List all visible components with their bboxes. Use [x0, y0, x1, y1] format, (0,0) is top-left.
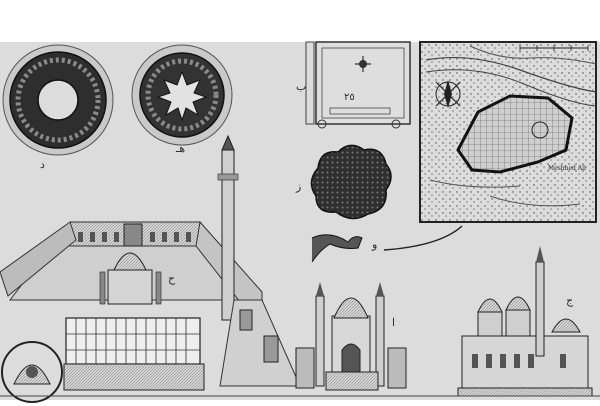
plan-label-b: ب: [296, 80, 306, 93]
roundel-emblem: [1, 341, 63, 403]
coin-right: [131, 44, 233, 146]
plan-number: ٢٥: [344, 92, 355, 103]
center-mosque: [295, 282, 407, 391]
floor-plan: [305, 41, 411, 129]
right-mosque: [457, 246, 593, 397]
dragon-motif: [311, 225, 463, 263]
coin-left: [2, 44, 114, 156]
city-map: [419, 41, 597, 223]
coin-left-label: د: [40, 158, 45, 171]
courtyard-mosque: [0, 134, 301, 391]
dragon-label: و: [371, 238, 377, 251]
courtyard-label: ح: [168, 272, 176, 285]
compass-icon: [435, 80, 461, 108]
map-caption: Meshhed Ali: [548, 165, 586, 172]
coin-right-label: هـ: [175, 142, 185, 155]
dark-blob: [310, 144, 392, 220]
city-walls: [456, 94, 574, 174]
blob-label: ز: [295, 180, 301, 193]
star-icon: [156, 70, 208, 122]
mosque-center-label: ا: [392, 316, 395, 329]
mosque-right-label: ج: [566, 294, 574, 307]
